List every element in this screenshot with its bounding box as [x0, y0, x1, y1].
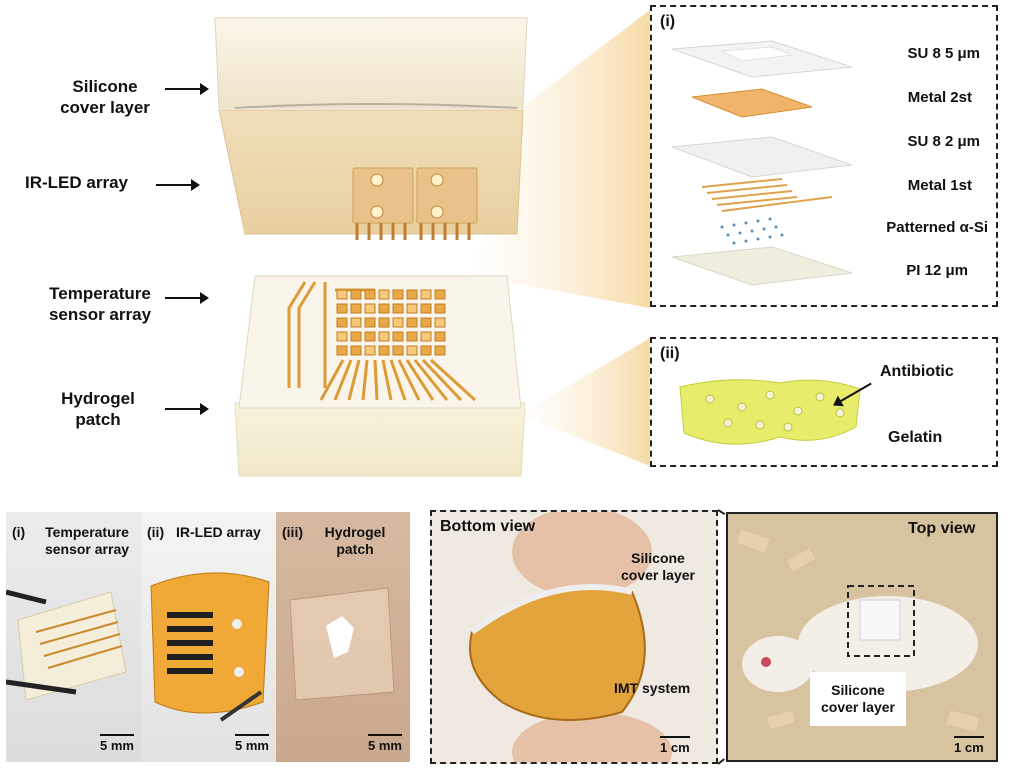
layer-stack-illustration: [671, 40, 852, 286]
arrow-irled: [156, 179, 200, 191]
photo-sensor-array: [6, 512, 141, 762]
label-irled-array: IR-LED array: [25, 173, 128, 192]
scalebar-3: 5 mm: [368, 734, 402, 753]
sensor-pixel: [378, 289, 390, 300]
sensor-pixel: [392, 303, 404, 314]
sensor-pixel: [350, 317, 362, 328]
photo-hydrogel-patch: [276, 512, 410, 762]
sensor-pixel: [392, 317, 404, 328]
layers-panel-tag: (i): [660, 13, 676, 30]
sensor-pixel: [406, 317, 418, 328]
sensor-pixel: [434, 331, 446, 342]
bottom-view-silicone-label: Silicone cover layer: [621, 550, 695, 583]
photo-tag-3: (iii): [282, 524, 303, 540]
sensor-pixel: [420, 317, 432, 328]
top-view-panel: Top view Silicone cover layer 1 cm: [726, 512, 998, 762]
sensor-pixel: [336, 331, 348, 342]
sensor-pixel: [392, 345, 404, 356]
sensor-pixel: [420, 331, 432, 342]
photo-irled-array: [141, 512, 276, 762]
sensor-pixel: [336, 303, 348, 314]
sensor-pixel: [364, 303, 376, 314]
arrow-silicone: [165, 83, 209, 95]
sensor-pixel: [378, 303, 390, 314]
layer-label-metal-2: Metal 2st: [907, 89, 972, 106]
sensor-pixel: [336, 345, 348, 356]
sensor-pixel: [434, 345, 446, 356]
top-view-photo: [736, 529, 980, 732]
photo-tag-1: (i): [12, 524, 26, 540]
label-antibiotic: Antibiotic: [880, 363, 954, 380]
sensor-pixel: [406, 303, 418, 314]
gelatin-block-illustration: [679, 379, 861, 445]
bottom-view-title: Bottom view: [440, 518, 536, 535]
sensor-pixel: [364, 317, 376, 328]
layer-label-su8-5: SU 8 5 μm: [907, 45, 980, 62]
sensor-and-hydrogel-sheets: [234, 275, 526, 477]
scalebar-2: 5 mm: [235, 734, 269, 753]
label-hydrogel-patch: Hydrogel patch: [61, 389, 135, 429]
sensor-pixel: [406, 331, 418, 342]
sensor-pixel: [378, 317, 390, 328]
layer-label-su8-2: SU 8 2 μm: [907, 133, 980, 150]
layer-label-metal-1: Metal 1st: [907, 177, 972, 194]
sensor-pixel: [378, 345, 390, 356]
bottom-view-scalebar: 1 cm: [660, 736, 690, 755]
label-gelatin: Gelatin: [888, 429, 943, 446]
top-view-title: Top view: [908, 520, 976, 537]
sensor-pixel: [350, 303, 362, 314]
scalebar-1: 5 mm: [100, 734, 134, 753]
bottom-view-photo: [469, 512, 672, 762]
silicone-cover-sheet: [214, 17, 528, 240]
sensor-pixel: [406, 289, 418, 300]
top-view-silicone-label: Silicone cover layer: [821, 682, 895, 715]
sensor-pixel: [350, 331, 362, 342]
arrow-hydrogel: [165, 403, 209, 415]
sensor-pixel: [406, 345, 418, 356]
sensor-pixel: [350, 345, 362, 356]
sensor-pixel: [350, 289, 362, 300]
sensor-pixel: [364, 289, 376, 300]
layer-label-alpha-si: Patterned α-Si: [886, 219, 988, 236]
photo-strip: (i) Temperature sensor array (ii) IR-LED…: [6, 512, 410, 762]
bottom-view-imt-label: IMT system: [614, 680, 691, 696]
bottom-view-panel: Bottom view Silicone cover layer IMT sys…: [430, 510, 718, 764]
layers-panel: (i) SU 8 5 μm Metal 2st SU 8 2 μm Metal …: [650, 5, 998, 307]
photo-tag-2: (ii): [147, 524, 165, 540]
sensor-pixel: [420, 345, 432, 356]
sensor-pixel: [392, 331, 404, 342]
sensor-pixel: [364, 345, 376, 356]
hydrogel-panel-tag: (ii): [660, 345, 680, 362]
beam-hydrogel: [520, 338, 650, 466]
hydrogel-panel: (ii) Antibiotic Gelatin: [650, 337, 998, 467]
sensor-pixel: [378, 331, 390, 342]
sensor-pixel: [336, 289, 348, 300]
photo-label-hydrogel: Hydrogel patch: [324, 524, 386, 557]
sensor-pixel: [434, 317, 446, 328]
sensor-pixel: [420, 289, 432, 300]
sensor-pixel: [434, 303, 446, 314]
top-view-scalebar: 1 cm: [954, 736, 984, 755]
arrow-temperature: [165, 292, 209, 304]
sensor-pixel: [392, 289, 404, 300]
sensor-pixel: [336, 317, 348, 328]
sensor-pixel: [364, 331, 376, 342]
top-view-callout: [810, 672, 906, 726]
photo-label-irled: IR-LED array: [176, 524, 261, 540]
layer-label-pi-12: PI 12 μm: [906, 262, 968, 279]
sensor-pixel: [420, 303, 432, 314]
label-temperature-sensor: Temperature sensor array: [48, 284, 152, 324]
label-silicone-cover: Silicone cover layer: [60, 77, 150, 117]
sensor-pixel: [434, 289, 446, 300]
photo-label-sensor: Temperature sensor array: [44, 524, 130, 557]
